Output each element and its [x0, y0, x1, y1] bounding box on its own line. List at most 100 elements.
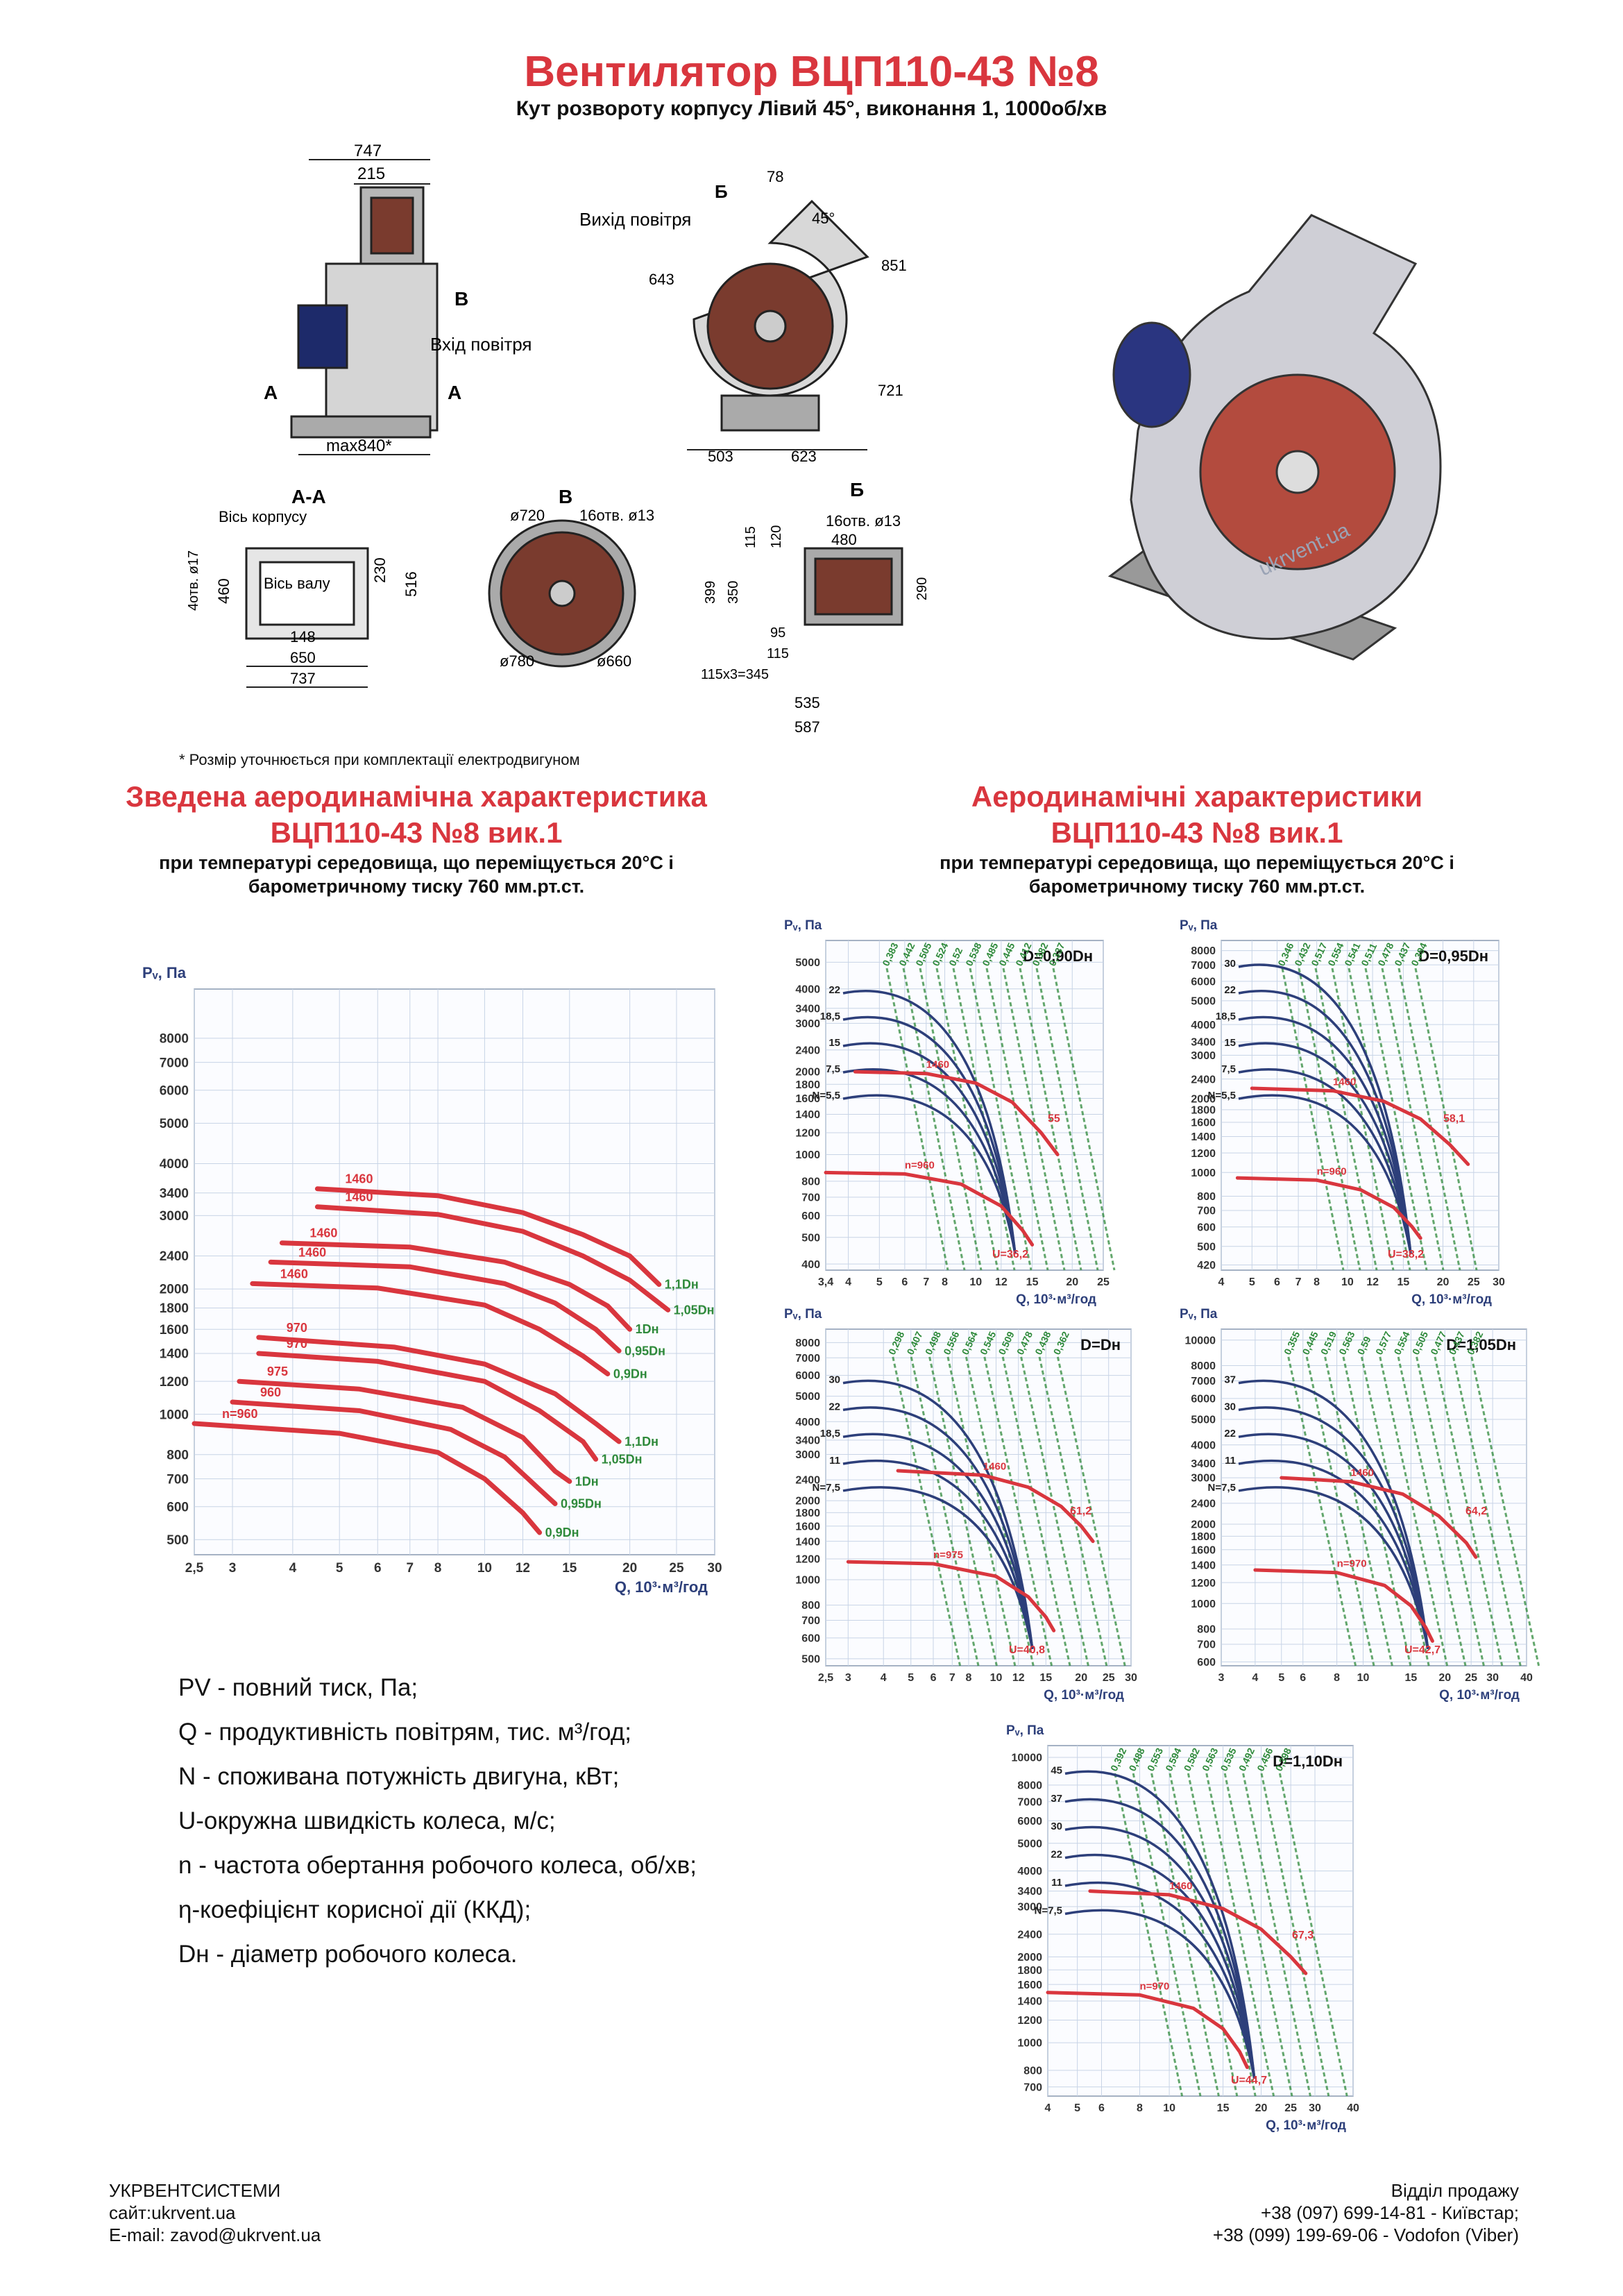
x-tick-label: 4 — [1045, 2102, 1051, 2114]
x-tick-label: 4 — [881, 1672, 887, 1684]
y-axis-label: Pᵥ, Па — [784, 918, 822, 933]
rpm-label: 1460 — [983, 1460, 1006, 1472]
y-tick-label: 5000 — [1191, 1415, 1216, 1426]
rpm-label: 970 — [287, 1321, 307, 1335]
y-tick-label: 600 — [1197, 1657, 1216, 1669]
x-tick-label: 6 — [1300, 1672, 1306, 1684]
bb-dim-345: 115x3=345 — [701, 667, 769, 682]
power-label: N=5,5 — [813, 1090, 840, 1101]
front-dim-747: 747 — [354, 142, 382, 160]
power-curve — [1064, 1825, 1256, 2079]
x-tick-label: 10 — [1163, 2102, 1175, 2114]
y-tick-label: 700 — [1197, 1206, 1216, 1217]
pressure-curve — [237, 1378, 572, 1484]
diameter-label: 0,95Dн — [561, 1496, 602, 1510]
power-label: 18,5 — [820, 1011, 840, 1022]
summary-title-line1: Зведена аеродинамічна характеристика — [126, 780, 707, 813]
footer-email[interactable]: E-mail: zavod@ukrvent.ua — [109, 2225, 321, 2245]
y-tick-label: 7000 — [795, 1353, 820, 1365]
efficiency-line — [1223, 1773, 1293, 2097]
y-tick-label: 500 — [801, 1232, 820, 1244]
efficiency-line — [910, 1356, 980, 1666]
section-aa-title: А-А — [291, 486, 326, 507]
aa-dim-516: 516 — [402, 571, 420, 597]
efficiency-line — [1035, 968, 1099, 1271]
y-tick-label: 3400 — [795, 1435, 820, 1447]
x-tick-label: 30 — [1125, 1672, 1137, 1684]
power-label: N=7,5 — [1035, 1905, 1062, 1916]
x-axis-label: Q, 10³·м³/год — [1411, 1292, 1492, 1307]
x-tick-label: 10 — [477, 1561, 492, 1576]
page-subtitle: Кут розвороту корпусу Лівий 45°, виконан… — [516, 97, 1107, 120]
view-bb-drawing — [804, 547, 903, 626]
speed-label-high: 61,2 — [1070, 1505, 1091, 1517]
legend-pv: PV - повний тиск, Па; — [178, 1674, 418, 1701]
y-tick-label: 1200 — [795, 1554, 820, 1566]
x-tick-label: 7 — [406, 1561, 414, 1576]
diameter-label: 1,1Dн — [665, 1278, 699, 1292]
x-tick-label: 12 — [1366, 1276, 1379, 1288]
x-tick-label: 20 — [1066, 1276, 1078, 1288]
power-label: 15 — [1224, 1037, 1236, 1049]
rpm-label: n=960 — [1317, 1165, 1347, 1177]
efficiency-line — [1114, 1773, 1184, 2097]
speed-label-low: U=38,2 — [1388, 1249, 1424, 1260]
footer-sales: Відділ продажу +38 (097) 699-14-81 - Киї… — [1213, 2179, 1519, 2246]
speed-label-low: U=36,2 — [992, 1249, 1028, 1260]
x-tick-label: 5 — [876, 1276, 883, 1288]
power-curve — [842, 1042, 1017, 1254]
efficiency-line — [946, 1356, 1017, 1666]
x-tick-label: 8 — [942, 1276, 948, 1288]
y-tick-label: 4000 — [1191, 1020, 1216, 1031]
pressure-curve — [256, 1335, 622, 1444]
front-label-a-left: А — [264, 382, 278, 403]
b-dim-holes: 16отв. ø13 — [579, 507, 654, 524]
power-curve — [1238, 1015, 1412, 1254]
x-axis-label: Q, 10³·м³/год — [615, 1578, 708, 1596]
y-tick-label: 8000 — [1017, 1780, 1042, 1791]
x-tick-label: 15 — [1039, 1672, 1052, 1684]
diameter-label: 1Dн — [636, 1322, 659, 1336]
y-tick-label: 2000 — [795, 1067, 820, 1079]
footer-site[interactable]: сайт:ukrvent.ua — [109, 2202, 236, 2223]
detail-title-line1: Аеродинамічні характеристики — [971, 780, 1423, 813]
x-tick-label: 12 — [1012, 1672, 1025, 1684]
efficiency-line — [1360, 1356, 1430, 1666]
y-tick-label: 1800 — [1191, 1531, 1216, 1543]
aa-dim-460: 460 — [215, 578, 232, 604]
footer-phone-1[interactable]: +38 (097) 699-14-81 - Київстар; — [1260, 2202, 1519, 2223]
y-tick-label: 700 — [167, 1472, 189, 1487]
pressure-curve — [279, 1240, 633, 1332]
plot-area — [1221, 1328, 1527, 1666]
power-curve — [1238, 990, 1412, 1254]
efficiency-line — [985, 968, 1049, 1271]
x-tick-label: 6 — [901, 1276, 908, 1288]
efficiency-line — [1305, 1356, 1375, 1666]
power-label: 22 — [1224, 984, 1236, 996]
y-tick-label: 4000 — [1191, 1440, 1216, 1451]
y-tick-label: 5000 — [1017, 1838, 1042, 1850]
x-tick-label: 10 — [1341, 1276, 1354, 1288]
y-tick-label: 600 — [801, 1210, 820, 1222]
x-tick-label: 3 — [1218, 1672, 1225, 1684]
y-tick-label: 2000 — [1191, 1519, 1216, 1531]
x-tick-label: 6 — [1274, 1276, 1280, 1288]
footer-phone-2[interactable]: +38 (099) 199-69-06 - Vodofon (Viber) — [1212, 2225, 1519, 2245]
bb-dim-115a: 115 — [743, 526, 758, 548]
x-tick-label: 6 — [931, 1672, 937, 1684]
power-curve — [1238, 1460, 1429, 1650]
power-curve — [842, 1406, 1034, 1649]
y-tick-label: 4000 — [1017, 1866, 1042, 1877]
y-tick-label: 3000 — [1017, 1902, 1042, 1914]
y-tick-label: 1400 — [160, 1347, 189, 1362]
legend-eta: η-коефіцієнт корисної дії (ККД); — [178, 1896, 532, 1923]
power-curve — [842, 1379, 1034, 1649]
side-view-drawing — [687, 199, 869, 450]
power-label: 15 — [829, 1037, 840, 1049]
aa-label-shaft-axis: Вісь валу — [264, 575, 330, 592]
side-label-b1: Б — [715, 181, 728, 202]
power-curve — [1064, 1881, 1256, 2079]
